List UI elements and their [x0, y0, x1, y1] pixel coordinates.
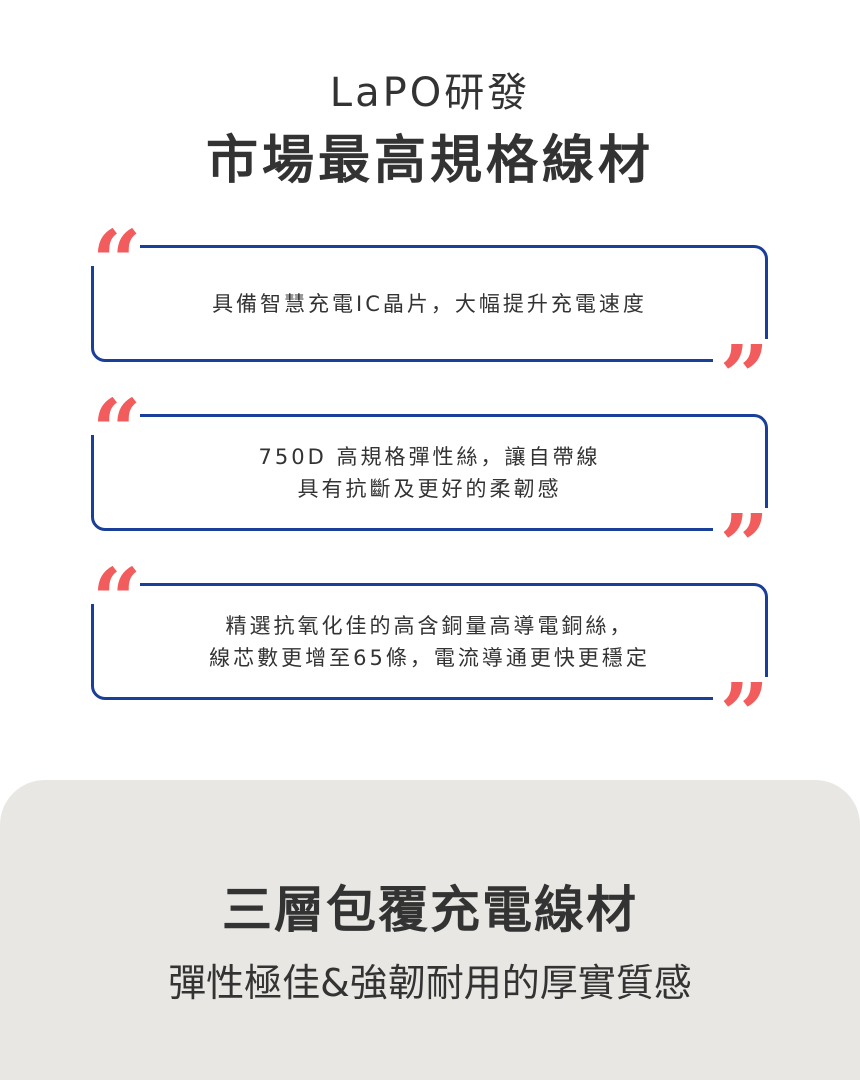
open-quote-icon: “ — [92, 381, 142, 482]
section-panel — [0, 780, 860, 1080]
section-subtitle: 彈性極佳&強韌耐用的厚實質感 — [168, 961, 692, 1005]
brand-subtitle: LaPO研發 — [329, 70, 531, 116]
close-quote-icon: ” — [719, 665, 769, 766]
feature-box-2: “ ” 750D 高規格彈性絲，讓自帶線具有抗斷及更好的柔韌感 — [86, 389, 773, 590]
page-title: 市場最高規格線材 — [205, 131, 654, 191]
feature-text: 精選抗氧化佳的高含銅量高導電銅絲，線芯數更增至65條，電流導通更快更穩定 — [209, 613, 650, 670]
open-quote-icon: “ — [92, 550, 142, 651]
open-quote-icon: “ — [92, 212, 142, 313]
feature-text: 具備智慧充電IC晶片，大幅提升充電速度 — [212, 291, 647, 316]
feature-box-3: “ ” 精選抗氧化佳的高含銅量高導電銅絲，線芯數更增至65條，電流導通更快更穩定 — [86, 558, 773, 759]
close-quote-icon: ” — [719, 327, 769, 428]
section-title: 三層包覆充電線材 — [222, 881, 638, 939]
feature-text: 750D 高規格彈性絲，讓自帶線具有抗斷及更好的柔韌感 — [258, 444, 601, 501]
feature-box-1: “ ” 具備智慧充電IC晶片，大幅提升充電速度 — [86, 220, 773, 421]
close-quote-icon: ” — [719, 496, 769, 597]
